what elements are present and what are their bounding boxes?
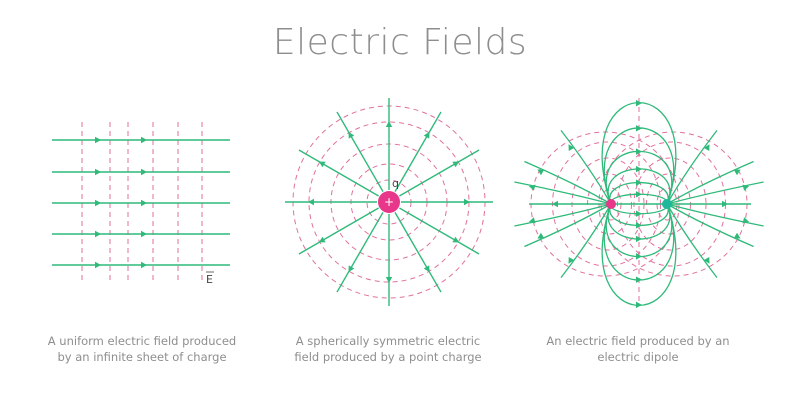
dipole-svg [514,98,764,309]
field-arrowhead [528,217,536,224]
caption-uniform-field: A uniform electric field produced by an … [12,333,272,365]
field-arrowhead [95,230,101,238]
uniform-field-diagram: E [40,92,270,307]
positive-point-charge [378,191,400,213]
field-arrowhead [636,165,642,173]
field-arrowhead [636,99,642,107]
field-arrowhead [568,144,575,152]
field-line [560,129,612,205]
field-line [560,203,612,279]
field-arrowhead [636,210,642,217]
caption-dipole: An electric field produced by an electri… [508,333,768,365]
field-arrowhead [528,184,536,191]
dipole-diagram [514,92,764,309]
field-line [298,149,379,197]
field-arrowhead [733,169,741,176]
field-line [399,149,480,197]
field-arrowhead [141,199,147,207]
caption-line: A uniform electric field produced [47,334,237,348]
field-arrowhead [537,169,545,176]
field-arrowhead [636,276,642,283]
field-arrowhead [423,131,430,139]
point-charge-svg: + q [285,98,493,306]
uniform-field-svg: E [52,122,230,286]
field-arrowhead [308,198,314,206]
field-arrowhead [452,161,460,168]
field-arrowhead [423,265,430,273]
field-line [524,160,612,205]
field-line [336,111,384,192]
caption-line: field produced by a point charge [294,350,482,364]
field-arrowhead [636,179,642,186]
field-line [524,203,612,248]
field-arrowhead [636,222,642,229]
field-line [514,181,612,205]
negative-charge [662,199,672,209]
field-arrowhead [703,256,710,264]
field-line [666,129,718,205]
field-line [514,203,612,227]
field-line [336,212,384,293]
field-arrowhead [141,136,147,144]
field-arrowhead [733,232,741,239]
caption-point-charge: A spherically symmetric electric field p… [258,333,518,365]
caption-line: electric dipole [597,350,679,364]
field-arrowhead [385,277,393,283]
field-vector-label: E [206,273,213,286]
field-arrowhead [742,184,750,191]
charge-label: q [392,177,399,190]
field-arrowhead [464,198,470,206]
field-line [605,203,673,258]
field-line [666,160,754,205]
field-arrowhead [537,232,545,239]
field-line [399,207,480,255]
field-arrowhead [95,136,101,144]
field-arrowhead [141,261,147,269]
field-arrowhead [636,148,642,155]
field-line [666,203,754,248]
field-arrowhead [552,200,558,208]
field-arrowhead [452,236,460,243]
field-arrowhead [636,301,642,309]
field-arrowhead [568,256,575,264]
field-line [298,207,379,255]
dipole-field-lines [514,99,764,309]
field-arrowhead [95,168,101,176]
caption-line: A spherically symmetric electric [295,334,481,348]
field-arrowhead [95,199,101,207]
radial-field-lines [285,98,493,306]
field-arrowhead [636,253,642,260]
field-line [666,181,764,205]
charge-sign: + [384,195,394,209]
field-arrowhead [318,236,326,243]
field-arrowhead [722,200,728,208]
field-line [394,212,442,293]
field-arrowhead [348,265,355,273]
caption-line: by an infinite sheet of charge [57,350,227,364]
field-line [605,150,673,205]
field-arrowhead [348,131,355,139]
positive-charge [606,199,616,209]
page-title: Electric Fields [272,22,528,63]
field-line [666,203,764,227]
field-line [666,203,718,279]
field-arrowhead [636,125,642,132]
field-arrowhead [95,261,101,269]
field-arrowhead [636,191,642,198]
point-charge-diagram: + q [275,92,505,307]
caption-line: An electric field produced by an [546,334,730,348]
field-arrowhead [141,230,147,238]
field-arrowhead [385,121,393,127]
field-line [394,111,442,192]
field-arrowhead [703,144,710,152]
field-arrowhead [141,168,147,176]
field-arrowhead [742,217,750,224]
field-arrowhead [318,161,326,168]
field-lines [52,136,230,269]
field-arrowhead [636,235,642,243]
